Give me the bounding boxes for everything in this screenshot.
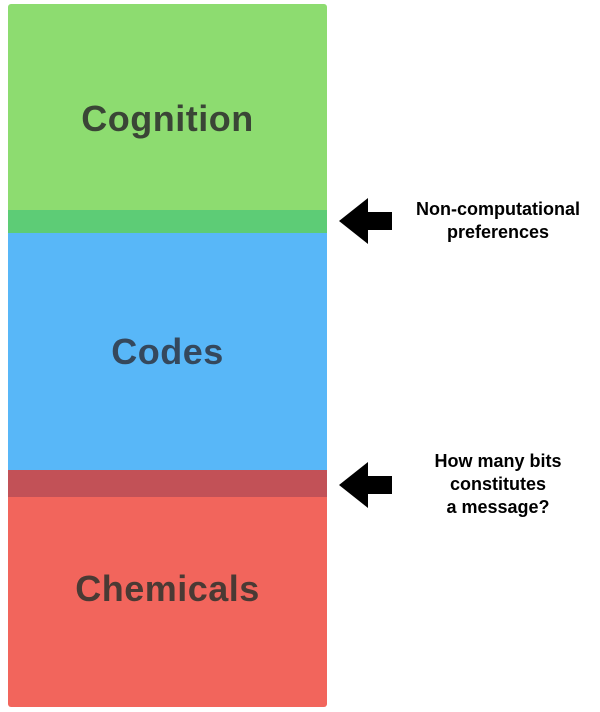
cognition-codes-boundary-strip <box>8 210 327 233</box>
block-cognition-label: Cognition <box>81 97 254 139</box>
block-cognition: Cognition <box>8 4 327 233</box>
block-chemicals-label: Chemicals <box>75 567 260 609</box>
annotation-how-many-bits-text: How many bits constitutes a message? <box>434 451 562 517</box>
annotation-noncomputational-preferences: Non-computational preferences <box>339 198 598 244</box>
left-arrow-shape <box>339 198 392 244</box>
left-arrow-shape <box>339 461 392 508</box>
left-arrow-icon <box>339 461 392 508</box>
stack-column: Cognition Codes Chemicals <box>8 4 327 707</box>
block-codes-label: Codes <box>111 330 224 372</box>
left-arrow-icon <box>339 198 392 244</box>
annotation-how-many-bits: How many bits constitutes a message? <box>339 450 598 519</box>
block-chemicals: Chemicals <box>8 470 327 707</box>
block-codes: Codes <box>8 233 327 470</box>
annotation-noncomputational-preferences-text: Non-computational preferences <box>416 199 580 242</box>
codes-chemicals-boundary-strip <box>8 470 327 497</box>
